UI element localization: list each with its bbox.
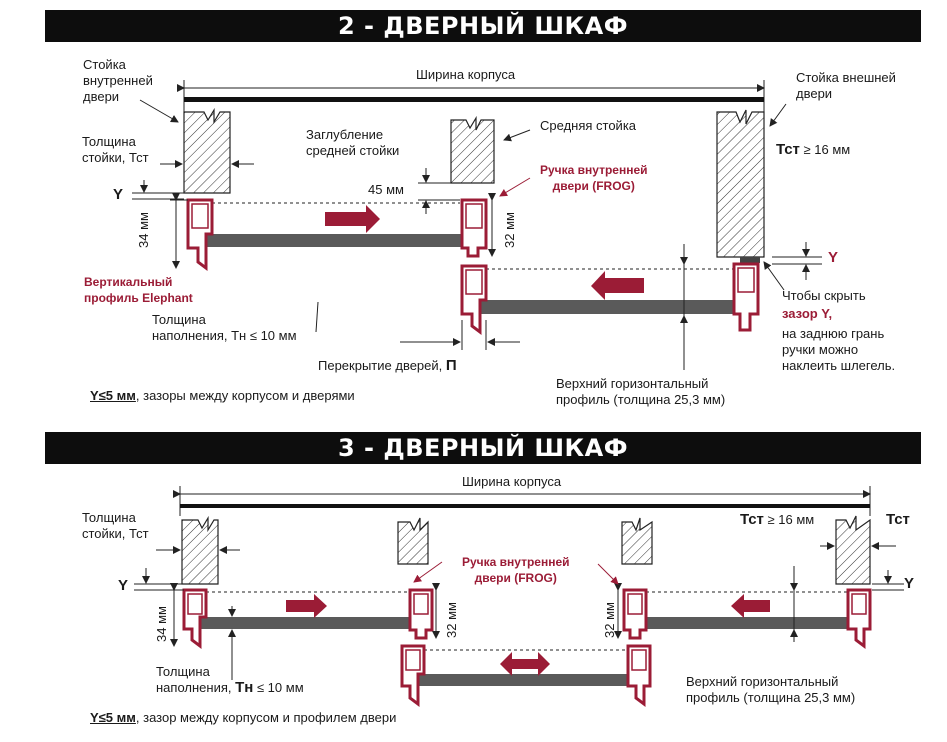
s3-tst-label: Тст ≥ 16 мм bbox=[740, 512, 814, 528]
s2-middle-post bbox=[450, 115, 495, 184]
s2-note: Y≤5 мм, зазоры между корпусом и дверями bbox=[90, 388, 355, 404]
s2-top-panel bbox=[184, 97, 764, 102]
s3-right-post bbox=[835, 515, 871, 585]
s3-tst-value: ≥ 16 мм bbox=[767, 512, 815, 527]
s3-width-label: Ширина корпуса bbox=[462, 474, 562, 489]
s3-note-text: , зазор между корпусом и профилем двери bbox=[135, 710, 397, 725]
s2-width-label: Ширина корпуса bbox=[416, 67, 516, 82]
s2-title-banner: 2 - ДВЕРНЫЙ ШКАФ bbox=[45, 10, 921, 42]
s3-y-right: Y bbox=[904, 575, 915, 592]
s3-fill-tn: Тн bbox=[235, 679, 254, 696]
s2-post-thickness-label: Толщина стойки, Тст bbox=[82, 134, 149, 165]
s3-title-banner: 3 - ДВЕРНЫЙ ШКАФ bbox=[45, 432, 921, 464]
s2-dimension-lines bbox=[132, 99, 822, 370]
s2-hide-line3: на заднюю грань ручки можно наклеить шле… bbox=[782, 326, 896, 373]
s2-fill-thickness-label: Толщина наполнения, Тн ≤ 10 мм bbox=[152, 312, 297, 343]
s2-outer-post bbox=[716, 109, 765, 263]
s2-recess-label: Заглубление средней стойки bbox=[306, 127, 400, 158]
s2-overlap-symbol: П bbox=[445, 357, 457, 374]
s2-outer-door bbox=[460, 262, 760, 335]
s3-left-post bbox=[181, 515, 219, 585]
s3-fill-value: ≤ 10 мм bbox=[253, 680, 304, 695]
s2-overlap-label: Перекрытие дверей, П bbox=[318, 358, 457, 374]
s2-middle-post-label: Средняя стойка bbox=[540, 118, 637, 133]
s2-tst-label: Тст ≥ 16 мм bbox=[776, 142, 850, 158]
s2-outer-post-label: Стойка внешней двери bbox=[796, 70, 896, 101]
s3-dim-32-left: 32 мм bbox=[444, 602, 459, 638]
s2-dim-32: 32 мм bbox=[502, 212, 517, 248]
s3-fill-text: Толщина наполнения, bbox=[156, 664, 232, 695]
s2-inner-post bbox=[183, 107, 231, 194]
s2-y-right: Y bbox=[828, 249, 839, 266]
s2-hide-line1: Чтобы скрыть bbox=[782, 288, 866, 303]
s3-tst-symbol: Тст bbox=[740, 511, 764, 528]
s3-note: Y≤5 мм, зазор между корпусом и профилем … bbox=[90, 710, 396, 726]
s3-dimension-lines bbox=[134, 542, 904, 680]
s3-tst-right: Тст bbox=[886, 511, 910, 528]
s2-inner-post-label: Стойка внутренней двери bbox=[83, 57, 153, 104]
s3-dim-34: 34 мм bbox=[154, 606, 169, 642]
s3-middle-post-1 bbox=[397, 517, 429, 565]
s3-top-profile-label: Верхний горизонтальный профиль (толщина … bbox=[686, 674, 856, 705]
s3-middle-post-2 bbox=[621, 517, 653, 565]
s2-overlap-text: Перекрытие дверей, bbox=[318, 358, 443, 373]
s2-handle-label: Ручка внутренней двери (FROG) bbox=[540, 163, 648, 193]
s3-width-dimension bbox=[173, 486, 871, 516]
s3-fill-thickness-label: Толщина наполнения, Тн ≤ 10 мм bbox=[156, 664, 304, 696]
s3-top-panel bbox=[180, 504, 870, 508]
s2-note-y: Y≤5 мм bbox=[90, 388, 136, 403]
s2-elephant-label: Вертикальный профиль Elephant bbox=[84, 275, 193, 305]
s2-top-profile-label: Верхний горизонтальный профиль (толщина … bbox=[556, 376, 726, 407]
s2-y-left: Y bbox=[113, 186, 124, 203]
s2-inner-door bbox=[186, 198, 488, 271]
s2-hide-line2: зазор Y, bbox=[782, 306, 833, 321]
s2-tst-value: ≥ 16 мм bbox=[803, 142, 851, 157]
s2-note-text: , зазоры между корпусом и дверями bbox=[135, 388, 355, 403]
s3-right-door bbox=[622, 588, 872, 649]
s2-tst-symbol: Тст bbox=[776, 141, 800, 158]
s3-middle-door bbox=[400, 644, 652, 707]
s3-dim-32-right: 32 мм bbox=[602, 602, 617, 638]
s3-left-door bbox=[182, 588, 434, 649]
s3-note-y: Y≤5 мм bbox=[90, 710, 136, 725]
s2-dim-34: 34 мм bbox=[136, 212, 151, 248]
s3-y-left: Y bbox=[118, 577, 129, 594]
s2-width-dimension bbox=[177, 80, 765, 112]
s2-dim-45: 45 мм bbox=[368, 182, 404, 197]
s3-handle-leaders bbox=[413, 561, 619, 585]
s3-handle-label: Ручка внутренней двери (FROG) bbox=[462, 555, 570, 585]
s2-handle-leader bbox=[499, 177, 531, 197]
s3-post-thickness-label: Толщина стойки, Тст bbox=[82, 510, 149, 541]
